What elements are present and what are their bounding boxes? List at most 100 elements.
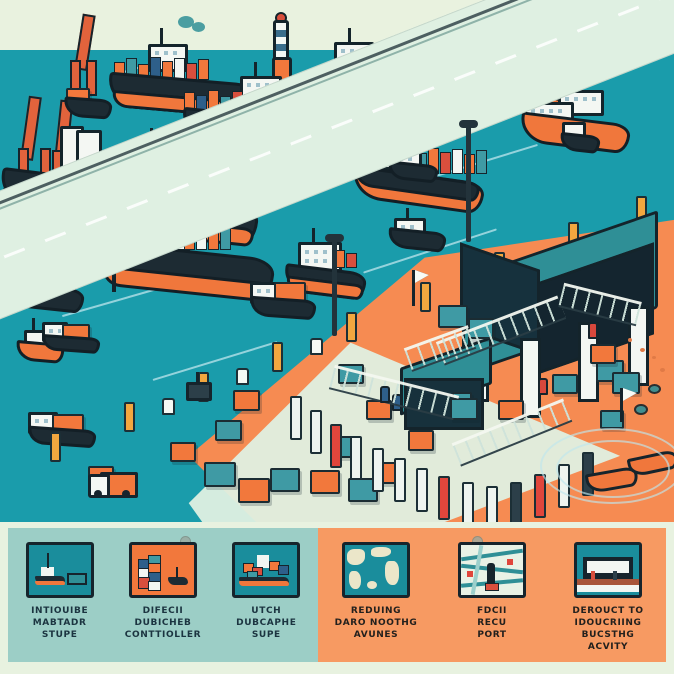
vehicle-antenna bbox=[196, 372, 199, 383]
stacked-containers-thumbnail-icon[interactable] bbox=[128, 542, 197, 598]
route-map-lighthouse-thumbnail-icon[interactable] bbox=[458, 542, 526, 598]
map-landmass bbox=[367, 581, 377, 589]
dock-worker bbox=[538, 378, 548, 395]
thumb-deckhouse bbox=[257, 555, 270, 568]
pier-pile bbox=[394, 458, 406, 502]
building-base bbox=[577, 585, 639, 592]
feature-cell-4[interactable]: REDUING DARO NOOTHG AVUNES bbox=[328, 528, 424, 641]
caption-line: BUCSTHG ACVITY bbox=[581, 630, 635, 652]
person-icon bbox=[591, 571, 595, 580]
world-map-thumbnail-icon[interactable] bbox=[342, 542, 410, 598]
port-terminal-scene bbox=[0, 0, 674, 522]
feature-cell-5[interactable]: FDCII RECU PORT bbox=[444, 528, 540, 641]
ship-mast bbox=[160, 28, 163, 46]
shipping-container bbox=[438, 305, 468, 328]
feature-panel-left-group: INTIOUIBE MABTADR STUPE bbox=[8, 528, 318, 662]
caption-line: CONTTIOLLER bbox=[124, 630, 202, 640]
feature-cell-6[interactable]: DEROUCT TO IDOUCRIING BUCSTHG ACVITY bbox=[560, 528, 656, 653]
feature-cell-3[interactable]: UTCH DUBCAPHE SUPE bbox=[218, 528, 314, 641]
caption-line: FDCII bbox=[477, 606, 507, 616]
feature-cell-1[interactable]: INTIOUIBE MABTADR STUPE bbox=[12, 528, 108, 641]
caption-line: SUPE bbox=[251, 630, 281, 640]
sand-pebble bbox=[640, 348, 645, 352]
cabin-windows bbox=[257, 289, 273, 293]
mooring-post bbox=[50, 432, 61, 462]
cabin-windows bbox=[401, 225, 419, 229]
map-pin-icon bbox=[507, 559, 513, 565]
sand-pebble bbox=[628, 338, 632, 342]
caption-line: DARO NOOTHG bbox=[334, 618, 418, 628]
tugboat-thumbnail-icon[interactable] bbox=[25, 542, 94, 598]
lamp-head-icon bbox=[325, 234, 344, 242]
feature-cell-2[interactable]: DIFECII DUBICHEB CONTTIOLLER bbox=[115, 528, 211, 641]
shipping-container bbox=[270, 468, 300, 492]
tug-mast bbox=[32, 318, 35, 332]
caption-line: PORT bbox=[477, 630, 507, 640]
ship-mast bbox=[312, 228, 315, 244]
quay-lamp-post bbox=[325, 234, 344, 336]
water-ripple bbox=[540, 428, 674, 504]
pier-pile bbox=[462, 482, 474, 522]
signal-flag-pole bbox=[412, 270, 429, 306]
thumb-hull-stripe bbox=[239, 581, 290, 586]
bridge-windows bbox=[247, 83, 275, 87]
signal-flag-icon bbox=[415, 270, 429, 283]
map-landmass bbox=[347, 549, 365, 565]
map-pin-icon bbox=[467, 571, 473, 577]
building-opening bbox=[587, 561, 629, 573]
shipping-container bbox=[204, 462, 236, 487]
feature-panel-right-group: REDUING DARO NOOTHG AVUNES bbox=[318, 528, 666, 662]
bridge-windows bbox=[305, 250, 335, 254]
thumb-mast bbox=[175, 567, 178, 578]
caption-line: DUBCAPHE bbox=[236, 618, 297, 628]
signal-flag-icon bbox=[623, 388, 637, 401]
thumb-tug bbox=[167, 577, 188, 585]
map-landmass bbox=[349, 571, 361, 589]
lighthouse-icon bbox=[487, 563, 495, 585]
pier-pile bbox=[350, 436, 362, 480]
mooring-post bbox=[420, 282, 431, 312]
smoke-puff bbox=[192, 22, 205, 32]
dock-worker bbox=[588, 322, 598, 339]
thumb-cabin bbox=[40, 567, 54, 577]
shipping-container bbox=[310, 470, 340, 494]
feature-caption-3: UTCH DUBCAPHE SUPE bbox=[236, 605, 296, 641]
feature-caption-2: DIFECII DUBICHEB CONTTIOLLER bbox=[125, 605, 201, 641]
bridge-windows bbox=[155, 51, 181, 55]
mooring-post bbox=[346, 312, 357, 342]
container-ship-thumbnail-icon[interactable] bbox=[232, 542, 301, 598]
caption-line: REDUING bbox=[350, 606, 402, 616]
quay-lamp-post bbox=[459, 120, 478, 242]
feature-caption-5: FDCII RECU PORT bbox=[477, 605, 507, 641]
lighthouse-base bbox=[485, 583, 499, 591]
map-landmass bbox=[385, 561, 399, 585]
caption-line: UTCH bbox=[251, 606, 282, 616]
thumb-barge bbox=[66, 573, 87, 585]
pier-pile bbox=[290, 396, 302, 440]
shipping-container bbox=[552, 374, 578, 394]
pier-pile bbox=[534, 474, 546, 518]
mooring-post bbox=[124, 402, 135, 432]
thumb-hull-stripe bbox=[34, 581, 65, 585]
building-deck bbox=[577, 579, 639, 585]
bridge-windows bbox=[305, 259, 335, 263]
bridge-windows bbox=[531, 109, 567, 113]
shipping-container bbox=[215, 420, 242, 441]
ship-mast bbox=[254, 62, 257, 78]
caption-line: AVUNES bbox=[353, 630, 399, 640]
caption-line: INTIOUIBE bbox=[31, 606, 89, 616]
feature-caption-1: INTIOUIBE MABTADR STUPE bbox=[31, 605, 88, 641]
tug-mast bbox=[406, 208, 409, 220]
pier-pile bbox=[510, 482, 522, 522]
terminal-building-thumbnail-icon[interactable] bbox=[574, 542, 642, 598]
signal-flag-pole bbox=[620, 388, 637, 422]
caption-line: RECU bbox=[477, 618, 507, 628]
pier-pile bbox=[310, 410, 322, 454]
caption-line: DUBICHEB bbox=[134, 618, 192, 628]
mooring-post bbox=[272, 342, 283, 372]
feature-panel: INTIOUIBE MABTADR STUPE bbox=[8, 528, 666, 662]
caption-line: STUPE bbox=[41, 630, 78, 640]
shipping-container bbox=[238, 478, 270, 503]
shipping-container bbox=[408, 430, 434, 451]
